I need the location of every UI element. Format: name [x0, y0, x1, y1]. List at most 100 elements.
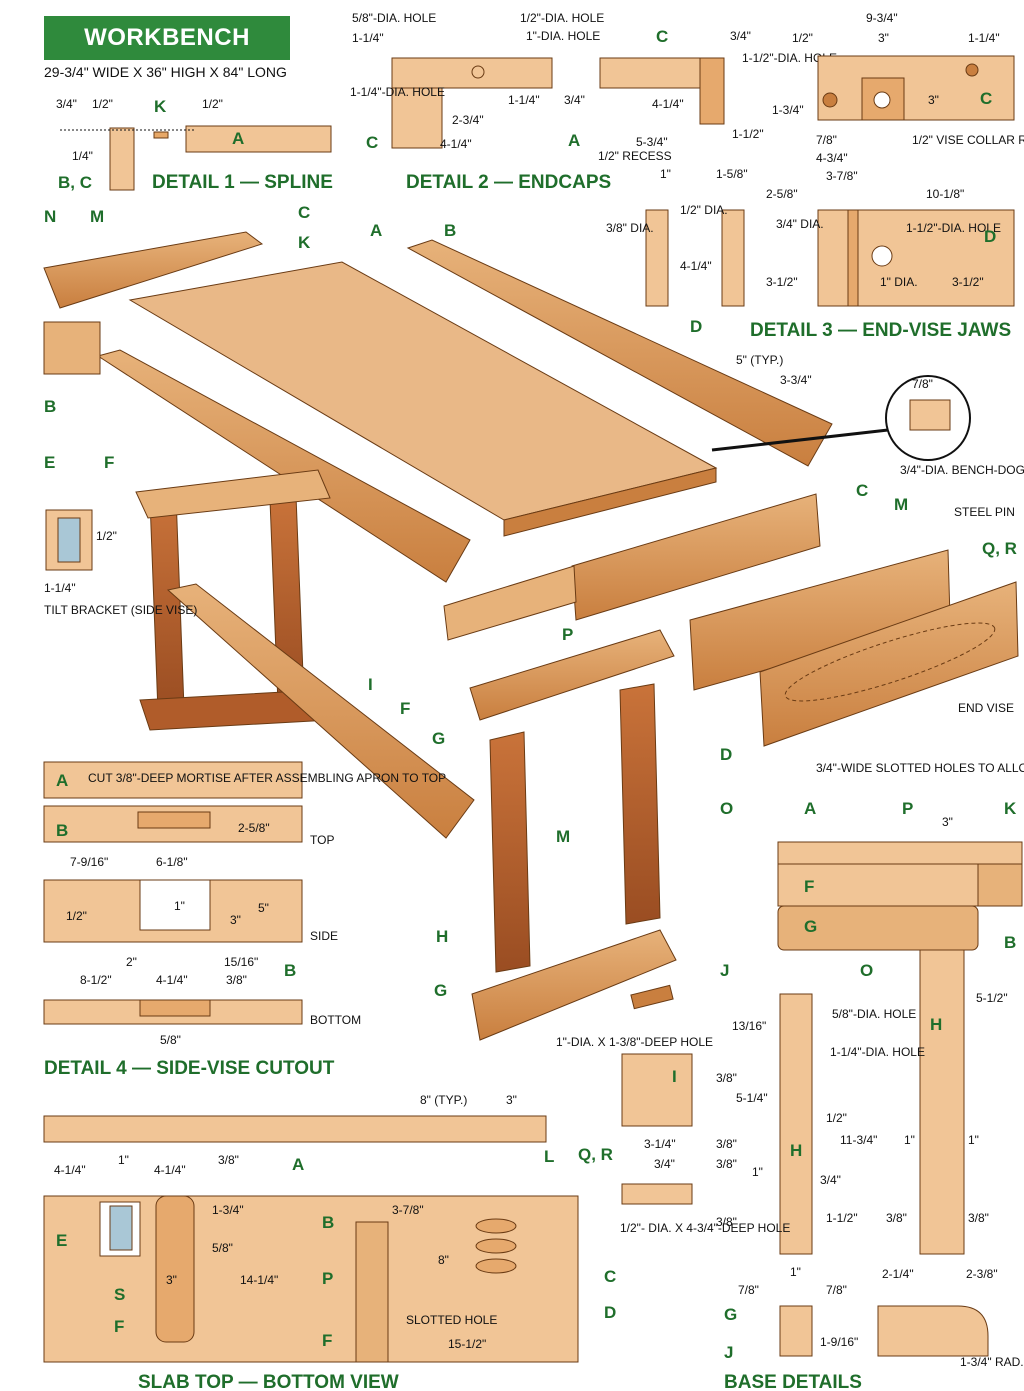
part-label-i: I [672, 1067, 677, 1086]
leader-line [711, 428, 889, 452]
dim-label: 1-1/2"-DIA. HOLE [742, 51, 837, 65]
spline-part-a [185, 125, 332, 153]
dim-label: 3/8" [716, 1137, 737, 1151]
dim-label: 1-1/2" [826, 1211, 858, 1225]
part-label-j: J [720, 961, 729, 980]
dim-label: 7/8" [738, 1283, 759, 1297]
part-label-c: C [298, 203, 310, 222]
dim-label: 3-1/4" [644, 1137, 676, 1151]
dim-label: 1-1/2"-DIA. HOLE [906, 221, 1001, 235]
dim-label: 1-3/4" [772, 103, 804, 117]
dim-label: 3" [506, 1093, 517, 1107]
end-vise [759, 581, 1019, 747]
exploded-view: N M C K A B B E F 5" (TYP.) 3-3/4" 7/8" … [43, 203, 1024, 1041]
part-label-k: K [154, 97, 167, 116]
dim-label: 3/4" [730, 29, 751, 43]
base-bolt [621, 1183, 693, 1205]
part-label-d: D [604, 1303, 616, 1322]
dim-label: 1-1/4"-DIA. HOLE [350, 85, 445, 99]
dim-label: 3" [928, 93, 939, 107]
part-label-h: H [930, 1015, 942, 1034]
dim-label: 1-1/4"-DIA. HOLE [830, 1045, 925, 1059]
apron-end [43, 321, 101, 375]
page-subtitle: 29-3/4" WIDE X 36" HIGH X 84" LONG [44, 64, 287, 80]
dim-label: 7-9/16" [70, 855, 108, 869]
dim-label: TOP [310, 833, 334, 847]
dim-label: 1" [790, 1265, 801, 1279]
part-label-f: F [104, 453, 114, 472]
spline-k [153, 131, 169, 139]
part-label-o: O [860, 961, 873, 980]
dim-label: 1/2" DIA. [680, 203, 728, 217]
caption-base: BASE DETAILS [724, 1372, 862, 1391]
dim-label: 1/2"- DIA. X 4-3/4"-DEEP HOLE [620, 1221, 790, 1235]
stretcher-i [166, 583, 475, 839]
dim-label: 10-1/8" [926, 187, 964, 201]
dim-label: 1-9/16" [820, 1335, 858, 1349]
slot-l [475, 1258, 517, 1274]
detail-3-end-vise-jaws: 9-3/4" 1/2" 3" 1-1/4" 1-3/4" 3" 7/8" 1/2… [606, 11, 1024, 341]
note: CUT 3/8"-DEEP MORTISE AFTER ASSEMBLING A… [88, 771, 446, 785]
part-label-e: E [56, 1231, 67, 1250]
dim-label: 5-1/2" [976, 991, 1008, 1005]
part-label-m: M [894, 495, 908, 514]
dim-label: 3-7/8" [392, 1203, 424, 1217]
dim-label: 2-5/8" [238, 821, 270, 835]
pad-j [630, 984, 674, 1010]
dim-label: 1/2" VISE COLLAR RECESS [912, 133, 1024, 147]
jaw-side-b [721, 209, 745, 307]
hole [965, 63, 979, 77]
part-label-p: P [562, 625, 573, 644]
dim-label: 3/4" DIA. [776, 217, 824, 231]
cutout-top-a [43, 761, 303, 799]
dim-label: 1/2" [96, 529, 117, 543]
caption-detail-2: DETAIL 2 — ENDCAPS [406, 172, 611, 193]
part-label-b: B [444, 221, 456, 240]
dim-label: 3/4" [564, 93, 585, 107]
caption-detail-4: DETAIL 4 — SIDE-VISE CUTOUT [44, 1058, 335, 1079]
part-label-g: G [724, 1305, 737, 1324]
part-label-j: J [724, 1343, 733, 1362]
dim-label: 2-1/4" [882, 1267, 914, 1281]
slot-l [475, 1238, 517, 1254]
base-h [919, 949, 965, 1255]
slab-top-a [128, 261, 718, 521]
dim-label: 1" DIA. [880, 275, 918, 289]
dim-label: 2-3/8" [966, 1267, 998, 1281]
dim-label: 1-1/2" [732, 127, 764, 141]
dim-label: 8" (TYP.) [420, 1093, 467, 1107]
dim-label: 4-3/4" [816, 151, 848, 165]
detail-1-spline: 3/4" 1/2" 1/2" 1/4" K A B, C DETAIL 1 — … [56, 97, 333, 193]
dim-label: 3" [942, 815, 953, 829]
base-i [621, 1053, 693, 1127]
part-label-a: A [370, 221, 382, 240]
slot-l [475, 1218, 517, 1234]
part-label-h: H [790, 1141, 802, 1160]
dim-label: 3/4" [654, 1157, 675, 1171]
base-g-foot [779, 1305, 813, 1357]
base-details: 3/4"-WIDE SLOTTED HOLES TO ALLOW FOR EXP… [556, 761, 1024, 1391]
dim-label: 4-1/4" [154, 1163, 186, 1177]
title-banner: WORKBENCH [44, 16, 290, 60]
base-h-side [779, 993, 813, 1255]
top-rail [135, 469, 331, 519]
dim-label: 3/8" [226, 973, 247, 987]
part-label-l: L [544, 1147, 554, 1166]
dim-label: 1-5/8" [716, 167, 748, 181]
part-label-n: N [44, 207, 56, 226]
apron-b-front [96, 349, 471, 583]
base-g-curve [877, 1305, 989, 1357]
cutout-bottom-notch [139, 999, 211, 1017]
dim-label: 2-5/8" [766, 187, 798, 201]
part-label-g: G [434, 981, 447, 1000]
caption-slab: SLAB TOP — BOTTOM VIEW [138, 1372, 399, 1391]
dim-label: 1" [660, 167, 671, 181]
dim-label: END VISE [958, 701, 1014, 715]
dim-label: 4-1/4" [440, 137, 472, 151]
dim-label: 1-3/4" [212, 1203, 244, 1217]
dim-label: 4-1/4" [54, 1163, 86, 1177]
apron-b-back [406, 239, 833, 467]
part-label-b: B [44, 397, 56, 416]
dim-label: 3/8" [716, 1215, 737, 1229]
